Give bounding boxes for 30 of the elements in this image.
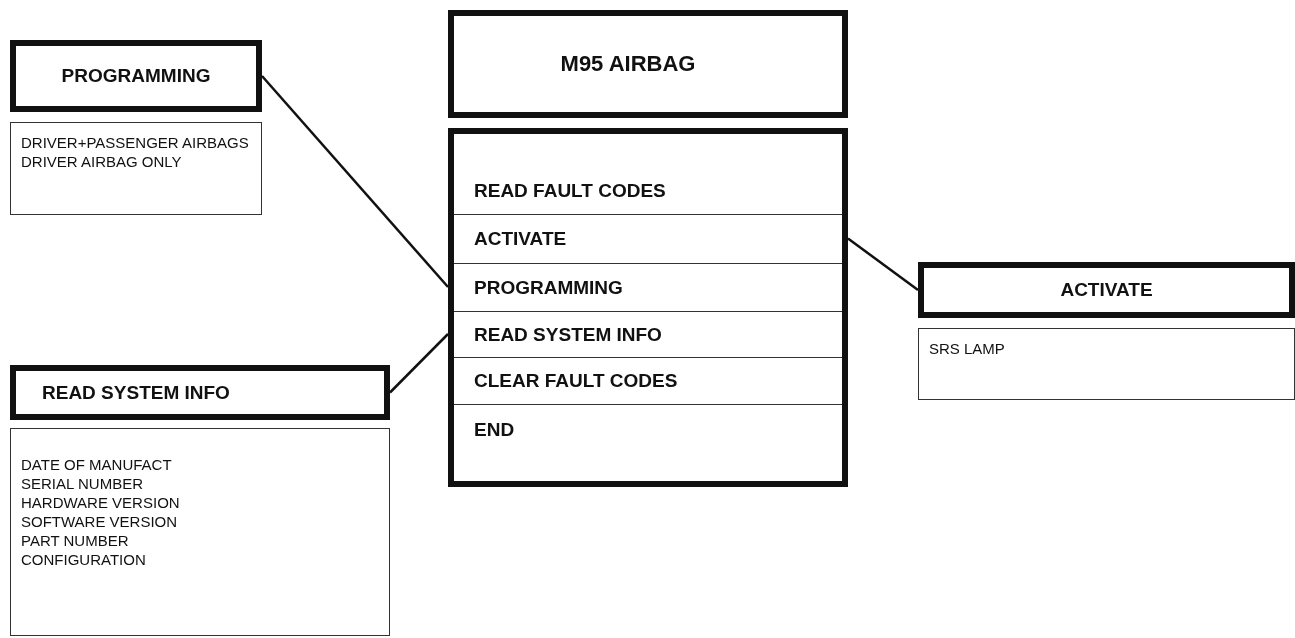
option-text: CONFIGURATION xyxy=(21,550,147,569)
option-text: DRIVER AIRBAG ONLY xyxy=(21,152,183,171)
menu-item: READ SYSTEM INFO xyxy=(454,311,842,357)
connector-line xyxy=(847,237,919,291)
menu-item: CLEAR FAULT CODES xyxy=(454,357,842,404)
connector-line xyxy=(261,75,449,288)
option-text: SRS LAMP xyxy=(929,339,1006,358)
menu-title-box xyxy=(10,365,390,420)
module-title-box xyxy=(448,10,848,118)
menu-title: READ SYSTEM INFO xyxy=(42,381,230,404)
option-text: HARDWARE VERSION xyxy=(21,493,181,512)
menu-item: PROGRAMMING xyxy=(454,263,842,311)
menu-item: ACTIVATE xyxy=(454,214,842,263)
connector-line xyxy=(389,333,449,394)
option-list-box xyxy=(10,122,262,215)
menu-box xyxy=(448,128,848,487)
option-text: PART NUMBER xyxy=(21,531,130,550)
option-text: DRIVER+PASSENGER AIRBAGS xyxy=(21,133,250,152)
menu-title: PROGRAMMING xyxy=(61,65,211,87)
option-list-box xyxy=(918,328,1295,400)
option-text: SERIAL NUMBER xyxy=(21,474,144,493)
menu-title-box xyxy=(918,262,1295,318)
menu-item: END xyxy=(454,404,842,454)
option-text: SOFTWARE VERSION xyxy=(21,512,179,531)
menu-title-box xyxy=(10,40,262,112)
option-text: DATE OF MANUFACT xyxy=(21,455,173,474)
menu-item: READ FAULT CODES xyxy=(454,156,842,214)
module-title: M95 AIRBAG xyxy=(560,51,696,77)
option-list-box xyxy=(10,428,390,636)
menu-title: ACTIVATE xyxy=(1060,279,1153,301)
